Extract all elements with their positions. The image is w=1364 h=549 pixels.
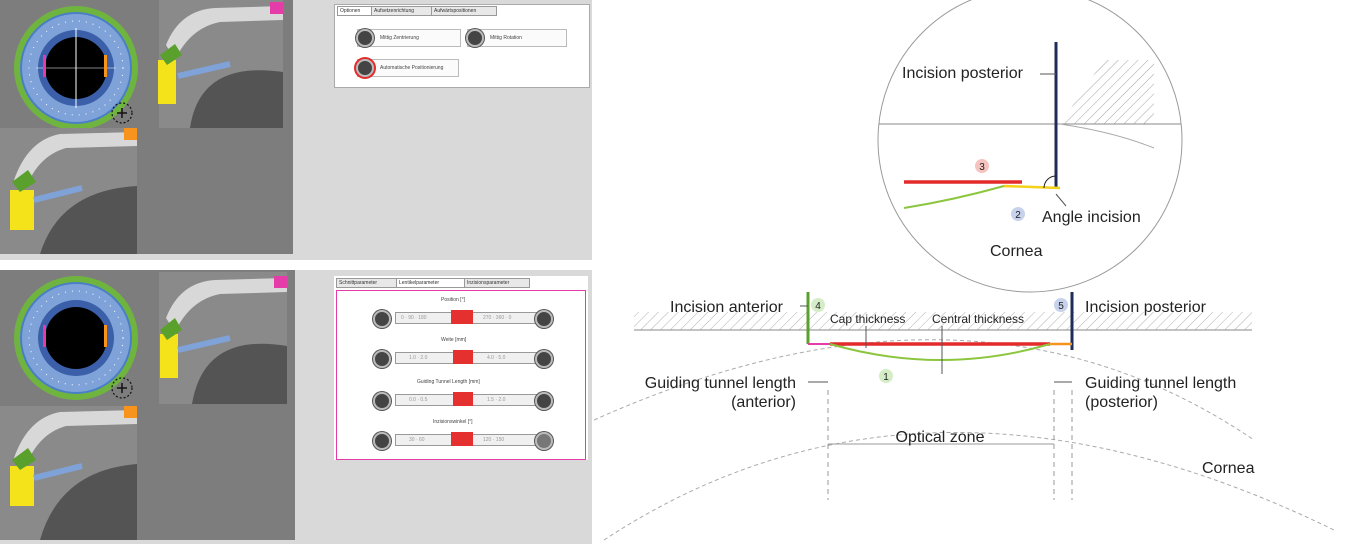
rotation-icon: [466, 29, 484, 47]
zoom-inset: Incision posterior 3 2 Angle incision Co…: [877, 0, 1183, 293]
badge-4: [811, 298, 825, 312]
slider-guiding-label: Guiding Tunnel Length [mm]: [417, 379, 480, 385]
settings-panel-bottom: Schnittparameter Lentikelparameter Inzis…: [334, 276, 588, 460]
tab-alignment[interactable]: Aufsetzenrichtung: [371, 6, 433, 16]
slider-width-label: Weite [mm]: [441, 337, 467, 343]
label-incision-posterior-zoom: Incision posterior: [902, 65, 1024, 82]
tab-options[interactable]: Optionen: [337, 6, 373, 16]
decrease-width-button[interactable]: [373, 350, 391, 368]
slider-row-position: Position [°] 0 · 90 · 180 270 · 360 · 0: [337, 295, 585, 333]
side-camera-view-3: [159, 272, 287, 404]
label-guiding-posterior-2: (posterior): [1085, 394, 1158, 411]
increase-guiding-button[interactable]: [535, 392, 553, 410]
label-incision-anterior: Incision anterior: [670, 299, 784, 316]
badge-5-label: 5: [1058, 301, 1064, 312]
badge-1-label: 1: [883, 372, 889, 383]
slider-position-thumb[interactable]: [451, 310, 473, 324]
label-guiding-posterior-1: Guiding tunnel length: [1085, 375, 1236, 392]
slider-position-label: Position [°]: [441, 297, 465, 303]
label-cornea: Cornea: [1202, 460, 1255, 477]
center-icon: [356, 29, 374, 47]
slider-width-right-ticks: 4.0 · 5.0: [487, 355, 506, 361]
badge-3-label: 3: [979, 162, 985, 173]
increase-position-button[interactable]: [535, 310, 553, 328]
label-cap-thickness: Cap thickness: [830, 312, 905, 326]
camera-views-top: [0, 0, 293, 254]
badge-5: [1054, 298, 1068, 312]
slider-angle-left-ticks: 30 · 60: [409, 437, 425, 443]
decrease-guiding-button[interactable]: [373, 392, 391, 410]
option-auto-position-button[interactable]: Automatische Positionierung: [356, 59, 459, 77]
increase-width-button[interactable]: [535, 350, 553, 368]
slider-width-thumb[interactable]: [453, 350, 473, 364]
side-camera-view-4: [0, 406, 137, 540]
label-guiding-anterior-2: (anterior): [731, 394, 796, 411]
tab-cut-params[interactable]: Schnittparameter: [336, 278, 398, 288]
tab-positions[interactable]: Aufwärtspositionen: [431, 6, 497, 16]
camera-views-bottom: [0, 270, 295, 540]
side-camera-view-1: [158, 0, 283, 128]
decrease-position-button[interactable]: [373, 310, 391, 328]
side-camera-view-2: [0, 128, 137, 254]
tab-lenticule-params[interactable]: Lentikelparameter: [396, 278, 466, 288]
option-center-label: Mittig Zentrierung: [380, 35, 419, 41]
option-rotation-label: Mittig Rotation: [490, 35, 522, 41]
option-rotation-button[interactable]: Mittig Rotation: [466, 29, 567, 47]
leader-angle-incision: [1055, 193, 1067, 207]
slider-group: Position [°] 0 · 90 · 180 270 · 360 · 0 …: [336, 290, 586, 460]
badge-3: [975, 159, 989, 173]
cross-section: [594, 292, 1335, 541]
slider-position-left-ticks: 0 · 90 · 180: [401, 315, 427, 321]
slider-angle-right-ticks: 120 · 150: [483, 437, 505, 443]
slider-row-width: Weite [mm] 1.0 · 2.0 4.0 · 5.0: [337, 335, 585, 373]
slider-guiding-left-ticks: 0.0 · 0.5: [409, 397, 428, 403]
badge-2-label: 2: [1015, 210, 1021, 221]
slider-position-right-ticks: 270 · 360 · 0: [483, 315, 512, 321]
decrease-angle-button[interactable]: [373, 432, 391, 450]
eye-camera-view-2: [14, 276, 138, 400]
slider-width-left-ticks: 1.0 · 2.0: [409, 355, 428, 361]
label-optical-zone: Optical zone: [896, 429, 985, 446]
badge-2: [1011, 207, 1025, 221]
label-cornea-zoom: Cornea: [990, 243, 1043, 260]
slider-row-guiding-tunnel: Guiding Tunnel Length [mm] 0.0 · 0.5 1.5…: [337, 377, 585, 415]
tab-incision-params[interactable]: Inzisionsparameter: [464, 278, 530, 288]
slider-guiding-right-ticks: 1.5 · 2.0: [487, 397, 506, 403]
slider-row-angle: Inzisionswinkel [°] 30 · 60 120 · 150: [337, 417, 585, 455]
label-central-thickness: Central thickness: [932, 312, 1024, 326]
eye-camera-view: [14, 6, 138, 130]
label-guiding-anterior-1: Guiding tunnel length: [645, 375, 796, 392]
badge-4-label: 4: [815, 301, 821, 312]
option-center-button[interactable]: Mittig Zentrierung: [356, 29, 461, 47]
slider-angle-label: Inzisionswinkel [°]: [433, 419, 473, 425]
slider-guiding-thumb[interactable]: [453, 392, 473, 406]
increase-angle-button[interactable]: [535, 432, 553, 450]
incision-diagram: Incision posterior 3 2 Angle incision Co…: [594, 0, 1335, 541]
label-incision-posterior: Incision posterior: [1085, 299, 1207, 316]
option-auto-position-label: Automatische Positionierung: [380, 65, 444, 71]
auto-position-icon: [356, 59, 374, 77]
label-angle-incision: Angle incision: [1042, 209, 1141, 226]
slider-angle-thumb[interactable]: [451, 432, 473, 446]
settings-panel-top: Optionen Aufsetzenrichtung Aufwärtsposit…: [334, 4, 590, 88]
badge-1: [879, 369, 893, 383]
